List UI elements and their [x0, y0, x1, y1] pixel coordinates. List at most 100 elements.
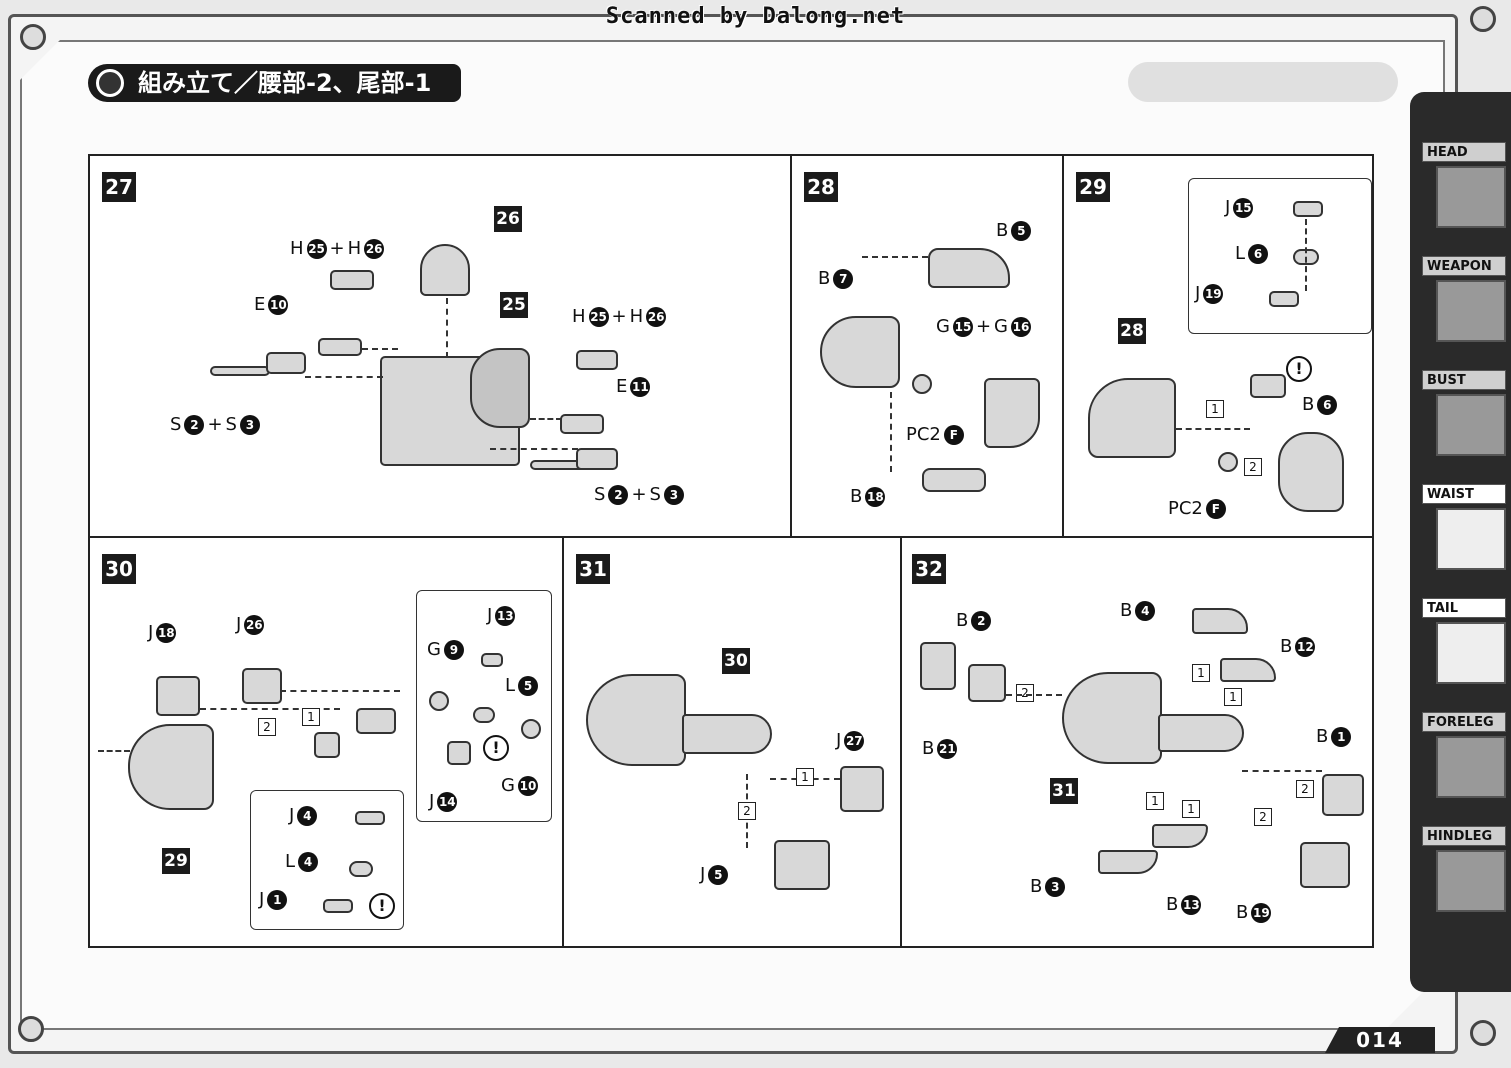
corner-bolt-icon	[1470, 6, 1496, 32]
weapon-icon	[1436, 280, 1506, 342]
assembly-arrow	[530, 418, 562, 420]
part-b2	[968, 664, 1006, 702]
page-number: 014	[1325, 1027, 1435, 1053]
assembly-arrow	[1305, 219, 1307, 291]
part-j-assembly	[356, 708, 396, 734]
sub-assembly-ref: 31	[1050, 778, 1078, 804]
sub-assembly-ref: 28	[1118, 318, 1146, 344]
part-b21	[920, 642, 956, 690]
part-pc2	[1218, 452, 1238, 472]
sequence-marker: 2	[258, 718, 276, 736]
sequence-marker: 1	[1224, 688, 1242, 706]
tab-weapon[interactable]: WEAPON	[1422, 256, 1506, 276]
gear-icon	[96, 69, 124, 97]
part-b6	[1278, 432, 1344, 512]
assembly-arrow	[305, 376, 383, 378]
part-b12	[1220, 658, 1276, 682]
part-b7	[820, 316, 900, 388]
part-b19	[1300, 842, 1350, 888]
bleed-through-title	[1128, 62, 1398, 102]
foreleg-icon	[1436, 736, 1506, 798]
tab-tail[interactable]: TAIL	[1422, 598, 1506, 618]
step-number: 27	[102, 172, 136, 202]
part-b5	[928, 248, 1010, 288]
assembly-arrow	[1006, 694, 1062, 696]
part-j4	[355, 811, 385, 825]
part-j1	[323, 899, 353, 913]
part-l5	[473, 707, 495, 723]
sequence-marker: 1	[1182, 800, 1200, 818]
part-j15	[1293, 201, 1323, 217]
part-30-assembly	[586, 674, 686, 766]
caution-icon: !	[369, 893, 395, 919]
sequence-marker: 1	[796, 768, 814, 786]
tail-icon	[1436, 622, 1506, 684]
part-g10	[521, 719, 541, 739]
assembly-arrow	[490, 448, 578, 450]
assembly-arrow	[362, 348, 398, 350]
part-j13	[481, 653, 503, 667]
tab-head[interactable]: HEAD	[1422, 142, 1506, 162]
corner-bolt-icon	[18, 1016, 44, 1042]
part-j26	[242, 668, 282, 704]
step-number: 32	[912, 554, 946, 584]
assembly-arrow	[890, 392, 892, 472]
part-e	[560, 414, 604, 434]
caution-icon: !	[483, 735, 509, 761]
step-number: 28	[804, 172, 838, 202]
part-b18	[922, 468, 986, 492]
corner-bolt-icon	[1470, 1020, 1496, 1046]
tab-bust[interactable]: BUST	[1422, 370, 1506, 390]
part-26	[420, 244, 470, 296]
part-j18	[156, 676, 200, 716]
assembly-arrow	[280, 690, 400, 692]
sequence-marker: 2	[1296, 780, 1314, 798]
part-e	[318, 338, 362, 356]
part-j-assembly	[1250, 374, 1286, 398]
part-g9	[429, 691, 449, 711]
waist-cover-part	[470, 348, 530, 428]
part-j5	[774, 840, 830, 890]
tail-segment-part	[682, 714, 772, 754]
sequence-marker: 2	[1254, 808, 1272, 826]
page-title: 組み立て／腰部-2、尾部-1	[88, 64, 462, 102]
step-number: 31	[576, 554, 610, 584]
assembly-arrow	[200, 708, 340, 710]
sequence-marker: 1	[1146, 792, 1164, 810]
barrel-part	[210, 366, 270, 376]
sequence-marker: 1	[1206, 400, 1224, 418]
part-j27	[840, 766, 884, 812]
assembly-arrow	[98, 750, 130, 752]
part-h	[576, 350, 618, 370]
tab-hindleg[interactable]: HINDLEG	[1422, 826, 1506, 846]
tab-foreleg[interactable]: FORELEG	[1422, 712, 1506, 732]
tab-waist[interactable]: WAIST	[1422, 484, 1506, 504]
